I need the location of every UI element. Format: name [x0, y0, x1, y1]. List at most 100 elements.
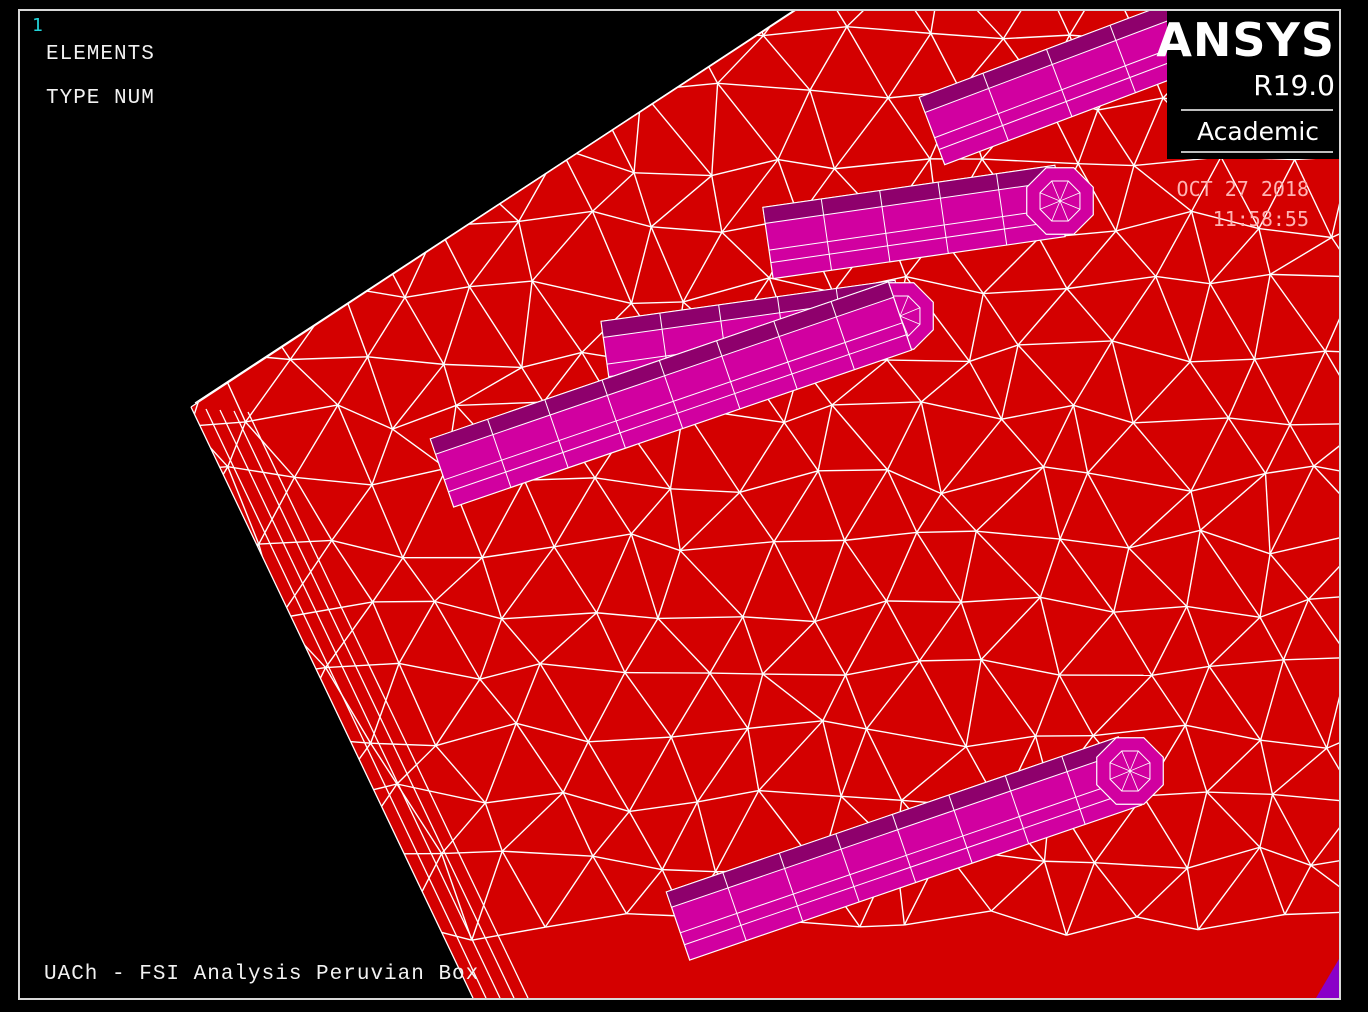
mesh-edge: [211, 678, 253, 727]
mesh-edge: [212, 215, 243, 289]
mesh-edge: [468, 221, 520, 288]
mesh-edge: [1307, 529, 1339, 600]
mesh-edge: [402, 467, 447, 559]
mesh-edge: [331, 540, 374, 603]
mesh-edge: [859, 924, 905, 928]
mesh-edge: [742, 541, 775, 618]
mesh-edge: [1264, 473, 1271, 554]
mesh-edge: [515, 11, 549, 25]
mesh-edge: [348, 852, 442, 855]
mesh-edge: [522, 110, 561, 149]
mesh-edge: [1186, 605, 1261, 618]
mesh-edge: [553, 477, 596, 548]
mesh-edge: [628, 811, 663, 870]
mesh-edge: [149, 239, 167, 295]
mesh-edge: [349, 109, 450, 112]
mesh-edge: [843, 539, 888, 602]
mesh-edge: [252, 789, 273, 873]
mesh-edge: [930, 32, 1004, 40]
mesh-edge: [916, 532, 962, 603]
mesh-edge: [1282, 599, 1310, 661]
mesh-edge: [617, 27, 691, 34]
mesh-edge: [1059, 538, 1129, 549]
mesh-edge: [940, 418, 1003, 495]
mesh-edge: [886, 469, 918, 533]
mesh-edge: [843, 469, 889, 541]
mesh-edge: [211, 724, 292, 738]
rod-facet-line: [768, 207, 1062, 251]
mesh-edge: [434, 601, 481, 680]
mesh-edge: [1113, 611, 1153, 676]
mesh-edge: [624, 672, 672, 738]
mesh-edge: [592, 172, 635, 212]
mesh-edge: [588, 736, 672, 743]
mesh-edge: [515, 722, 564, 793]
mesh-edge: [981, 158, 1079, 165]
mesh-edge: [398, 662, 481, 680]
mesh-edge: [1260, 739, 1327, 749]
mesh-edge: [630, 226, 652, 304]
mesh-edge: [1324, 276, 1339, 352]
mesh-edge: [367, 356, 444, 366]
mesh-edge: [1326, 657, 1339, 749]
mesh-edge: [1269, 529, 1339, 555]
mesh-edge: [524, 477, 596, 481]
rod-segment-line: [1046, 49, 1073, 117]
mesh-edge: [690, 31, 764, 37]
mesh-edge: [502, 850, 593, 857]
mesh-edge: [831, 401, 922, 406]
mesh-edge: [212, 167, 259, 217]
mesh-edge: [257, 167, 287, 216]
mesh-edge: [501, 850, 546, 928]
mesh-edge: [522, 24, 549, 111]
mesh-edge: [1018, 340, 1113, 346]
mesh-edge: [149, 170, 162, 239]
mesh-edge: [366, 174, 387, 227]
mesh-edge: [887, 97, 931, 160]
mesh-edge: [443, 364, 457, 406]
mesh-edge: [1269, 553, 1309, 600]
plot-type-label: ELEMENTS: [46, 43, 155, 66]
mesh-edge: [539, 663, 589, 743]
rod-end-cap-spoke: [1129, 762, 1151, 772]
mesh-edge: [501, 546, 555, 620]
mesh-edge: [818, 469, 888, 472]
mesh-edge: [762, 673, 824, 722]
mesh-edge: [1199, 472, 1266, 531]
mesh-edge: [191, 855, 200, 933]
mesh-edge: [198, 855, 241, 938]
mesh-edge: [1289, 350, 1326, 426]
mesh-edge: [1313, 465, 1339, 483]
mesh-edge: [1066, 916, 1137, 936]
mesh-edge: [191, 349, 214, 354]
logo-divider: [1181, 109, 1333, 111]
mesh-edge: [404, 286, 470, 299]
rod-segment-line: [716, 340, 741, 410]
mesh-edge: [441, 850, 503, 855]
mesh-edge: [742, 616, 764, 675]
mesh-edge: [940, 493, 977, 532]
mesh-edge: [338, 21, 351, 112]
mesh-edge: [592, 855, 663, 871]
graphics-viewport[interactable]: 1 ELEMENTS TYPE NUM ANSYS R19.0 Academic…: [18, 9, 1341, 1000]
mesh-edge: [137, 804, 189, 866]
mesh-edge: [518, 221, 533, 282]
mesh-edge: [271, 871, 314, 922]
mesh-edge: [669, 488, 681, 551]
mesh-edge: [222, 543, 260, 616]
mesh-edge: [1187, 846, 1261, 869]
mesh-edge: [1128, 529, 1201, 549]
mesh-edge: [885, 600, 921, 662]
mesh-edge: [1326, 719, 1339, 749]
mesh-edge: [324, 667, 372, 744]
window-number: 1: [32, 15, 43, 36]
mesh-edge: [1259, 740, 1274, 795]
mesh-edge: [338, 11, 357, 22]
mesh-edge: [1078, 162, 1134, 167]
mesh-edge: [634, 172, 712, 177]
mesh-edge: [244, 421, 296, 478]
mesh-edge: [1271, 794, 1312, 866]
mesh-edge: [191, 349, 192, 427]
mesh-edge: [1059, 472, 1089, 540]
mesh-edge: [217, 25, 249, 88]
